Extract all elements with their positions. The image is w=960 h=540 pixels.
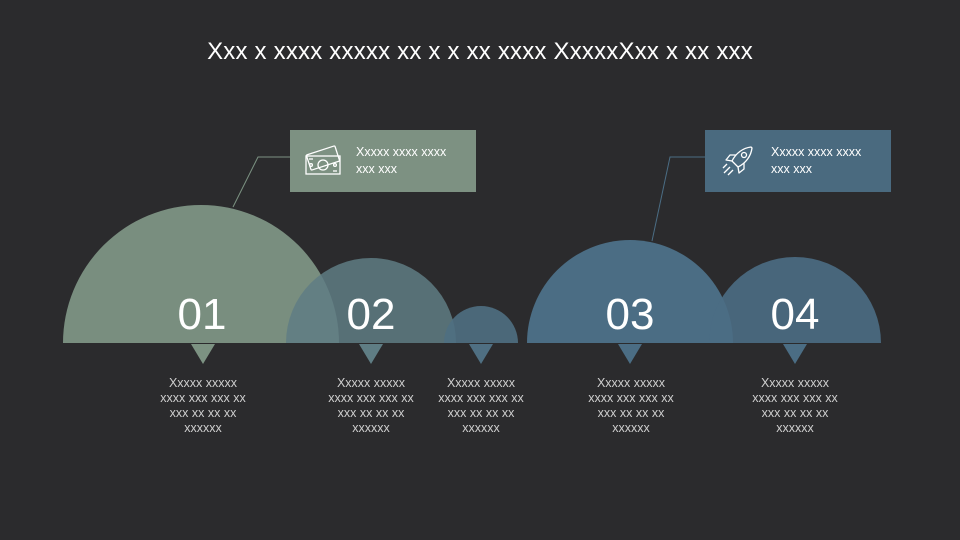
step-number-03: 03 [605, 290, 655, 339]
pointer-01 [191, 344, 215, 364]
semicircle-small [444, 306, 518, 343]
step-number-02: 02 [346, 290, 396, 339]
step-description-03: Xxxxx xxxxx xxxx xxx xxx xx xxx xx xx xx… [588, 376, 674, 435]
step-number-01: 01 [177, 290, 227, 339]
callout-money-text: Xxxxx xxxx xxxx xxx xxx [356, 145, 447, 176]
step-description-02: Xxxxx xxxxx xxxx xxx xxx xx xxx xx xx xx… [328, 376, 414, 435]
slide-title: Xxx x xxxx xxxxx xx x x xx xxxx XxxxxXxx… [207, 38, 753, 65]
callout-rocket: Xxxxx xxxx xxxx xxx xxx [705, 130, 891, 192]
pointer-small [469, 344, 493, 364]
semicircle-03 [527, 240, 733, 343]
pointer-02 [359, 344, 383, 364]
semicircle-04 [709, 257, 881, 343]
callout-money: Xxxxx xxxx xxxx xxx xxx [290, 130, 476, 192]
pointer-03 [618, 344, 642, 364]
pointer-04 [783, 344, 807, 364]
step-number-04: 04 [770, 290, 820, 339]
step-description-01: Xxxxx xxxxx xxxx xxx xxx xx xxx xx xx xx… [160, 376, 246, 435]
connector-line-money [232, 156, 290, 208]
callout-rocket-text: Xxxxx xxxx xxxx xxx xxx [771, 145, 862, 176]
step-description-04: Xxxxx xxxxx xxxx xxx xxx xx xxx xx xx xx… [752, 376, 838, 435]
rocket-icon [722, 146, 753, 176]
money-icon [305, 145, 341, 175]
step-description-small: Xxxxx xxxxx xxxx xxx xxx xx xxx xx xx xx… [438, 376, 524, 435]
semicircle-01 [63, 205, 339, 343]
semicircle-02 [286, 258, 456, 343]
connector-line-rocket [651, 156, 705, 242]
